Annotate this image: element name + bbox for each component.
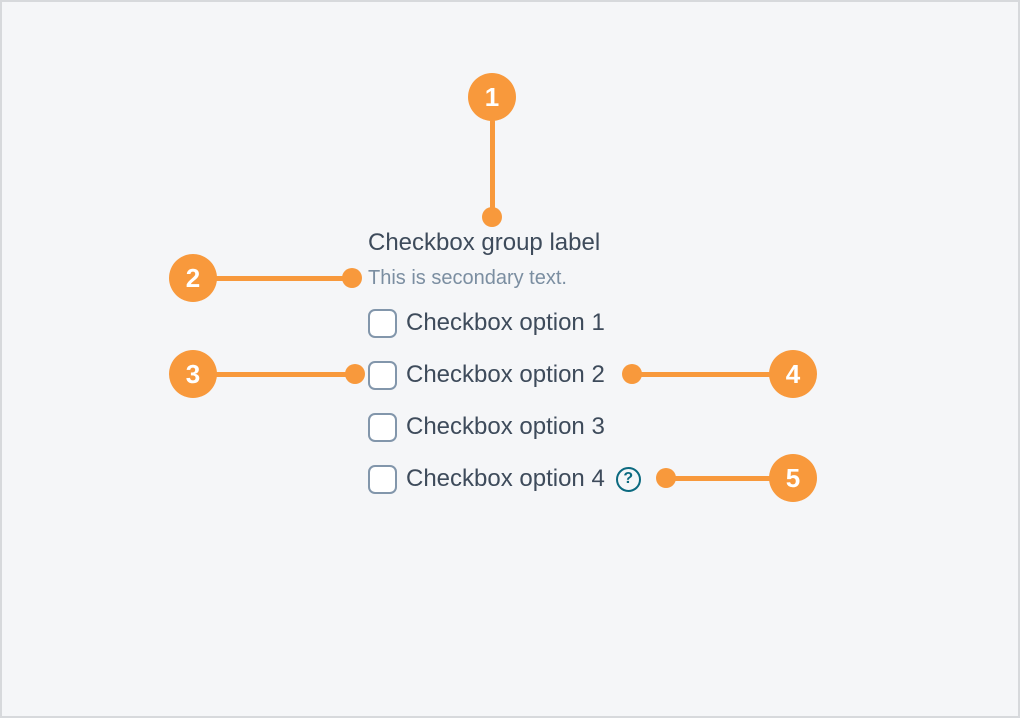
checkbox-3[interactable] <box>368 412 397 442</box>
annotation-4-line <box>630 372 776 377</box>
checkbox-2[interactable] <box>368 360 397 390</box>
checkbox-4[interactable] <box>368 464 397 494</box>
checkbox-option-2[interactable]: Checkbox option 2 <box>368 360 641 390</box>
checkbox-option-2-label: Checkbox option 2 <box>406 361 605 388</box>
checkbox-option-1[interactable]: Checkbox option 1 <box>368 308 641 338</box>
annotation-2-dot <box>342 268 362 288</box>
annotation-2-line <box>202 276 350 281</box>
checkbox-option-3-label: Checkbox option 3 <box>406 413 605 440</box>
annotation-marker-4: 4 <box>769 350 817 398</box>
annotation-3-line <box>202 372 352 377</box>
checkbox-option-3[interactable]: Checkbox option 3 <box>368 412 641 442</box>
annotation-1-dot <box>482 207 502 227</box>
annotation-3-dot <box>345 364 365 384</box>
annotation-1-line <box>490 119 495 211</box>
checkbox-option-1-label: Checkbox option 1 <box>406 309 605 336</box>
checkbox-group-secondary-text: This is secondary text. <box>368 267 567 289</box>
annotation-marker-2: 2 <box>169 254 217 302</box>
checkbox-option-4-label: Checkbox option 4 <box>406 465 605 492</box>
checkbox-1[interactable] <box>368 308 397 338</box>
annotation-marker-1: 1 <box>468 73 516 121</box>
annotation-marker-5: 5 <box>769 454 817 502</box>
checkbox-group: Checkbox group label This is secondary t… <box>368 229 641 494</box>
annotation-marker-3: 3 <box>169 350 217 398</box>
checkbox-option-4[interactable]: Checkbox option 4 ? <box>368 464 641 494</box>
help-icon[interactable]: ? <box>615 466 641 492</box>
annotation-5-line <box>664 476 776 481</box>
checkbox-group-label: Checkbox group label <box>368 229 601 256</box>
